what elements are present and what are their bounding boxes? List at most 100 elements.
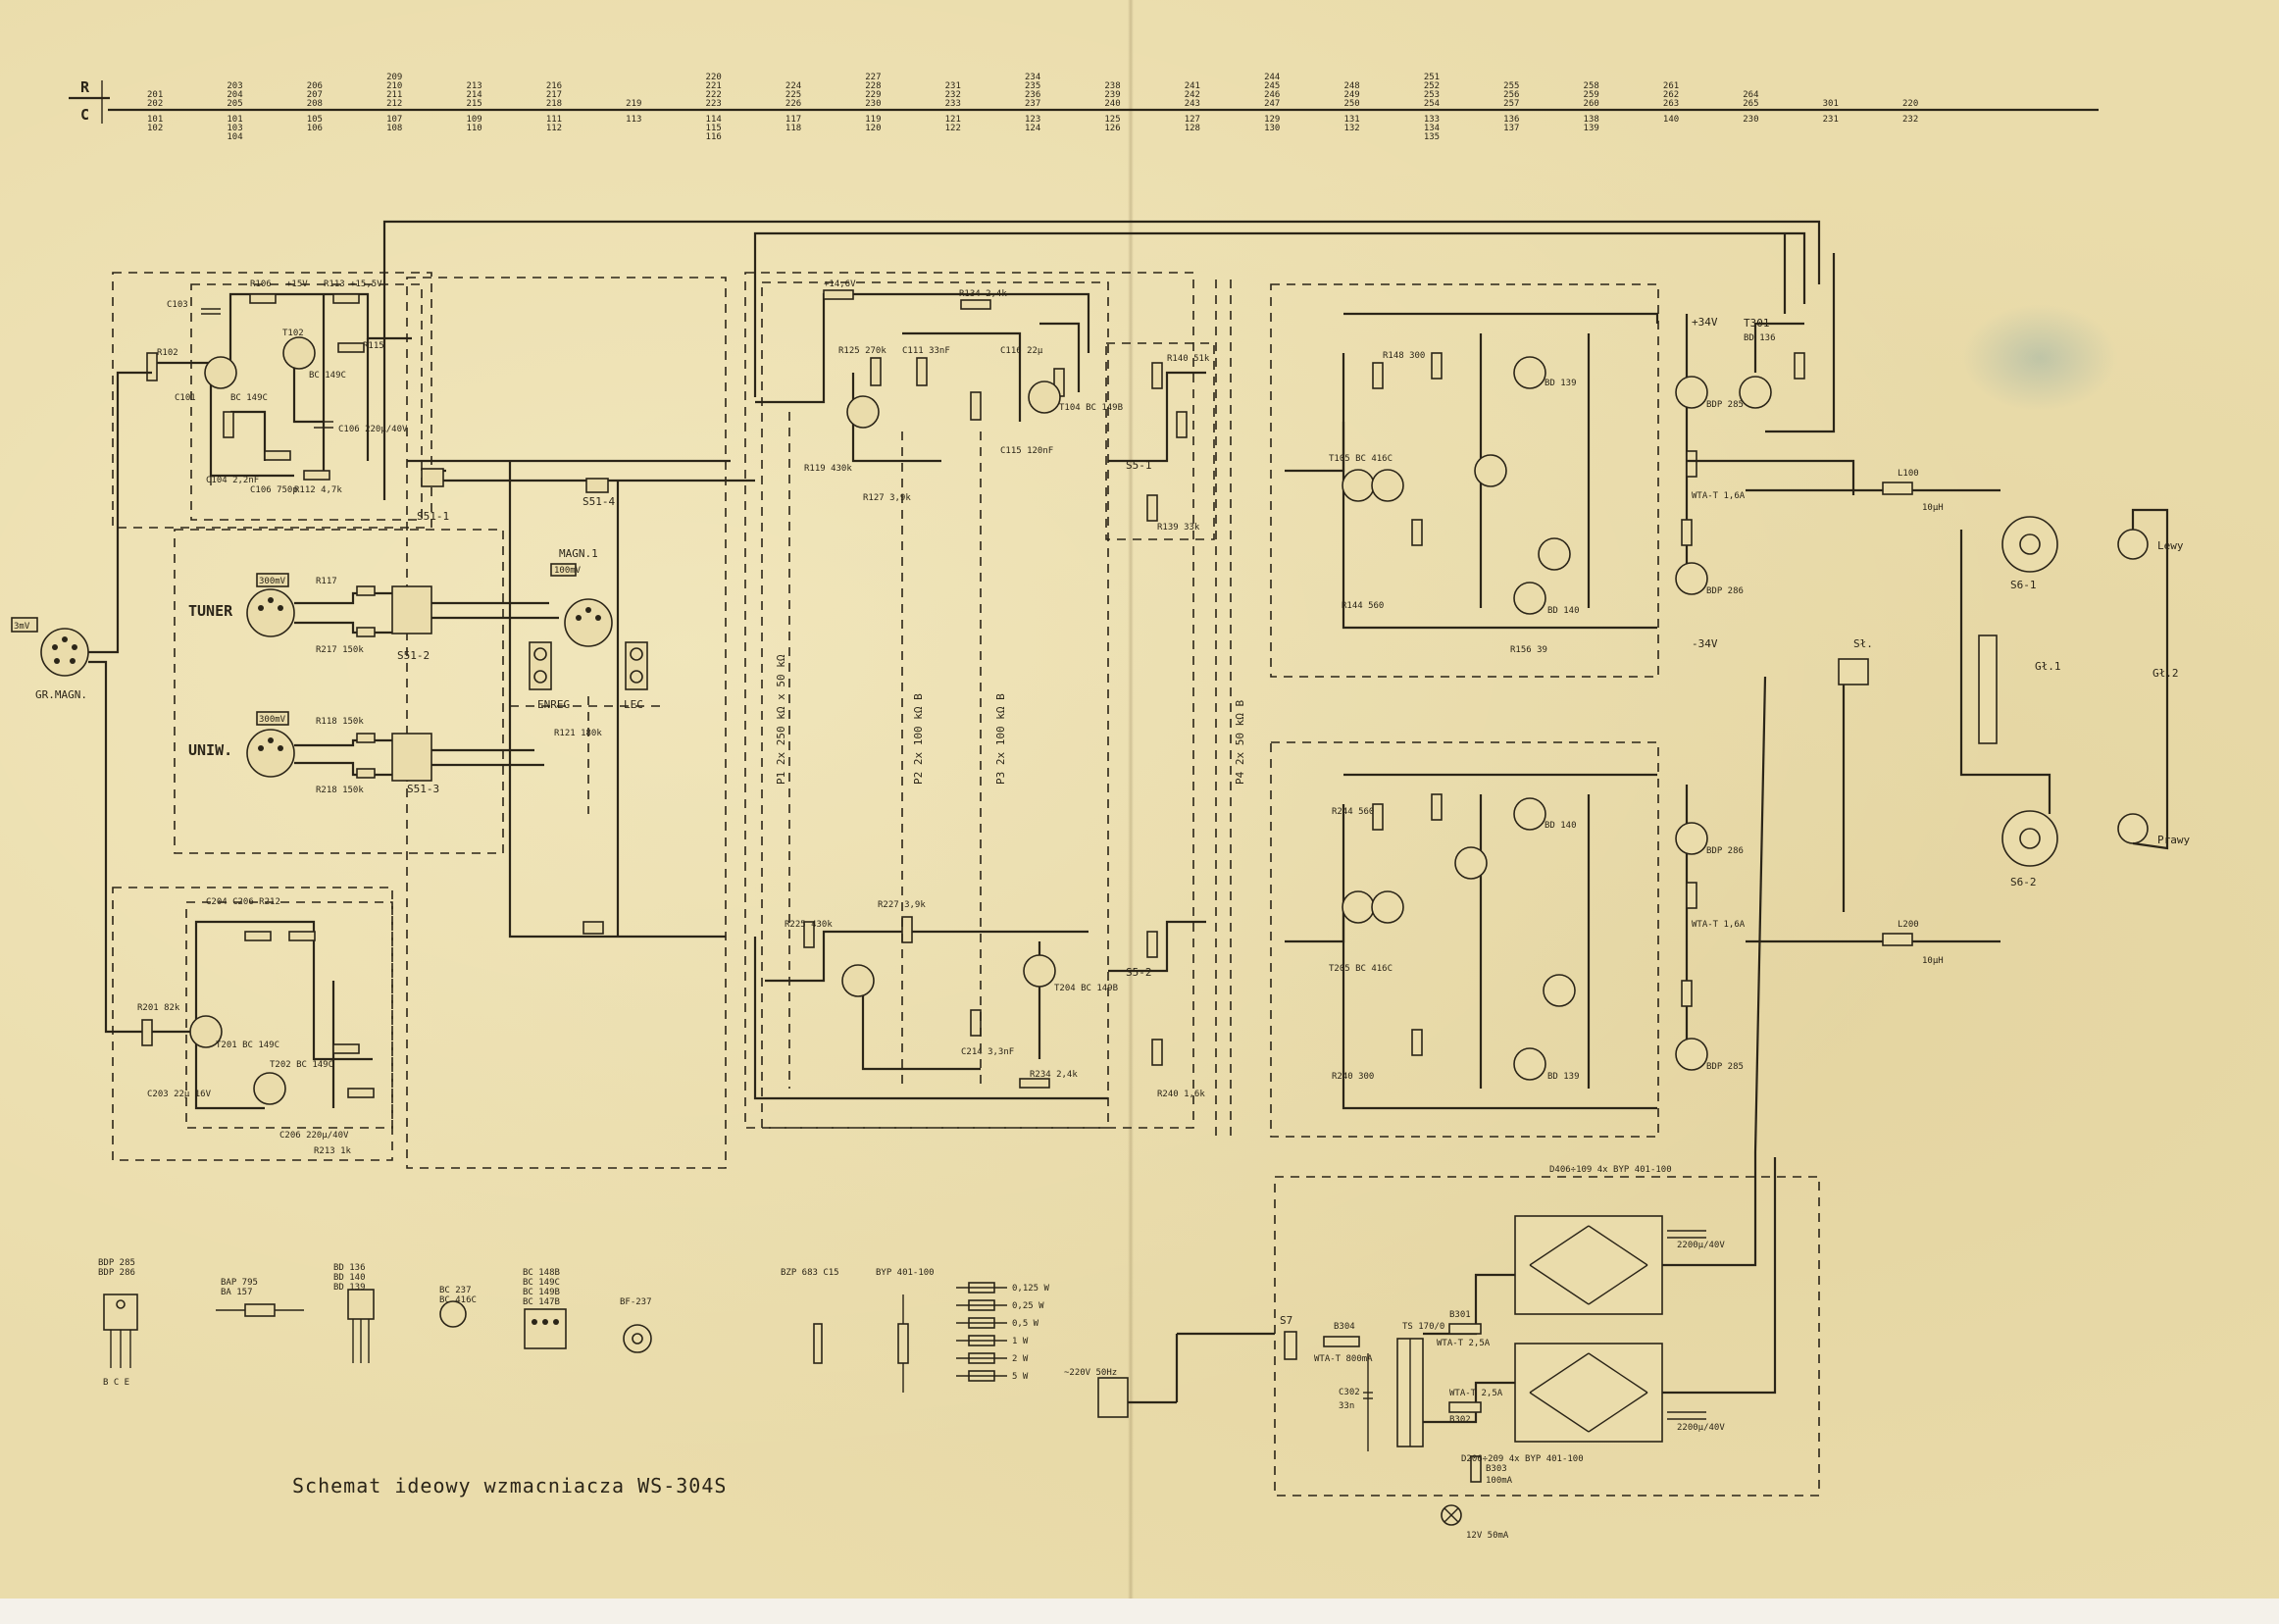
svg-text:R117: R117 (316, 577, 337, 586)
tape-block: 100mV MAGN.1 ENREG LEC R121 180k (508, 461, 726, 939)
tape-din-socket-icon[interactable] (564, 598, 613, 647)
svg-text:10µH: 10µH (1922, 956, 1944, 966)
svg-text:R217 150k: R217 150k (316, 645, 364, 655)
header-c-ref: 118 (785, 124, 801, 133)
transistor-T104 (1028, 381, 1061, 414)
input-gr-magn[interactable]: 3mV GR.MAGN. (11, 371, 152, 1034)
mains-label: ~220V 50Hz (1064, 1368, 1117, 1378)
pot-p2: P2 2x 100 kΩ B (912, 693, 925, 785)
transistor-T114 (1675, 562, 1708, 595)
header-r-ref: 221 (706, 81, 722, 91)
header-c-ref: 125 (1104, 115, 1120, 125)
header-r-ref: 216 (546, 81, 562, 91)
mains-plug-icon (1097, 1377, 1129, 1418)
svg-text:C116 22µ: C116 22µ (1000, 346, 1043, 356)
switch-s51-3: S51-3 (407, 783, 439, 795)
transistor-T204 (1023, 954, 1056, 988)
header-groups: 2012021011022032042051011031042062072081… (147, 73, 1918, 142)
legend-item-name: BC 416C (439, 1295, 477, 1305)
switch-s7: S7 (1280, 1314, 1292, 1327)
transistor-T210 (1543, 974, 1576, 1007)
paper-fold (1128, 0, 1134, 1618)
legend-item-name: BF-237 (620, 1297, 652, 1307)
lamp-label: 12V 50mA (1466, 1531, 1509, 1541)
svg-text:BDP 286: BDP 286 (1706, 586, 1744, 596)
zener-bzp683-icon (813, 1323, 823, 1364)
svg-text:300mV: 300mV (259, 715, 286, 725)
lec-label: LEC (624, 698, 643, 711)
header-r-ref: 224 (785, 81, 801, 91)
svg-text:R121 180k: R121 180k (554, 729, 602, 738)
header-r-ref: 263 (1663, 99, 1679, 109)
scan-margin (0, 1599, 2279, 1624)
header-r-ref: 230 (865, 99, 881, 109)
header-r-ref: 265 (1743, 99, 1758, 109)
svg-text:R125 270k: R125 270k (838, 346, 886, 356)
svg-text:BC 149C: BC 149C (309, 371, 346, 381)
svg-text:T104 BC 149B: T104 BC 149B (1059, 403, 1123, 413)
header-c-ref: 106 (307, 124, 323, 133)
header-c-ref: 103 (227, 124, 242, 133)
t301-type: BD 136 (1744, 333, 1776, 343)
header-r-ref: 210 (386, 81, 402, 91)
header-r-ref: 236 (1025, 90, 1040, 100)
uniw-din-socket-icon[interactable] (246, 729, 295, 778)
resistor-power-label: 1 W (1012, 1337, 1029, 1346)
din-socket-icon (40, 628, 89, 677)
header-c-ref: 124 (1025, 124, 1040, 133)
header-r-ref: 237 (1025, 99, 1040, 109)
bc237-package-icon (439, 1300, 467, 1328)
header-r-ref: 242 (1185, 90, 1200, 100)
header-r-ref: 219 (626, 99, 641, 109)
legend-item-pins: B C E (103, 1378, 129, 1388)
power-amp-right: WTA-T 1,6A BD 140 BD 139 BDP 286 BDP 285… (1270, 741, 1746, 1138)
header-r-ref: 217 (546, 90, 562, 100)
svg-text:R148 300: R148 300 (1383, 351, 1425, 361)
header-r-ref: 262 (1663, 90, 1679, 100)
header-c-ref: 114 (706, 115, 722, 125)
header-r-ref: 264 (1743, 90, 1758, 100)
header-r-ref: 212 (386, 99, 402, 109)
svg-text:100mA: 100mA (1486, 1476, 1513, 1486)
switch-s5-1: S5-1 (1126, 459, 1152, 472)
outputs: L100 10µH L200 10µH S6-1 S6-2 Lewy Prawy… (1746, 469, 2190, 966)
header-r-ref: 229 (865, 90, 881, 100)
legend-item-name: BYP 401-100 (876, 1268, 935, 1278)
headphone-jack-gl1-icon[interactable] (1978, 634, 1998, 744)
svg-text:C214 3,3nF: C214 3,3nF (961, 1047, 1014, 1057)
header-c-ref: 231 (1823, 115, 1839, 125)
switch-s51-1-icon (421, 468, 444, 487)
header-r-ref: 226 (785, 99, 801, 109)
svg-text:C103: C103 (167, 300, 188, 310)
uniw-label: UNIW. (188, 741, 232, 759)
transistor-T207 (1454, 846, 1488, 880)
svg-text:T204 BC 149B: T204 BC 149B (1054, 984, 1118, 993)
svg-text:C203 22µ 16V: C203 22µ 16V (147, 1090, 212, 1099)
transistor-T110 (1538, 537, 1571, 571)
svg-text:300mV: 300mV (259, 577, 286, 586)
sl-label: Sł. (1853, 637, 1873, 650)
header-r-ref: 246 (1264, 90, 1280, 100)
page-title: Schemat ideowy wzmacniacza WS-304S (292, 1474, 728, 1497)
svg-text:R225 430k: R225 430k (785, 920, 833, 930)
sl-jack-icon[interactable] (1838, 658, 1869, 685)
legend-item-name: BC 149B (523, 1288, 560, 1297)
svg-text:R134 2,4k: R134 2,4k (959, 289, 1007, 299)
header-c-ref: 122 (945, 124, 961, 133)
svg-text:R240 300: R240 300 (1332, 1072, 1374, 1082)
svg-text:BD 139: BD 139 (1547, 1072, 1580, 1082)
svg-text:BDP 286: BDP 286 (1706, 846, 1744, 856)
gl2-label: Gł.2 (2152, 667, 2179, 680)
transistor-T108 (1474, 454, 1507, 487)
svg-text:R106: R106 (250, 279, 272, 289)
header-c-ref: 131 (1343, 115, 1359, 125)
cap-top-label: 2200µ/40V (1677, 1241, 1725, 1250)
fuse-bottom: WTA-T 1,6A (1692, 920, 1746, 930)
header-r-ref: 248 (1343, 81, 1359, 91)
header-r-ref: 222 (706, 90, 722, 100)
tuner-din-socket-icon[interactable] (246, 588, 295, 637)
svg-text:R102: R102 (157, 348, 178, 358)
power-amp-left: +34V -34V WTA-T 1,6A BD 139 BD 140 BDP 2… (1270, 283, 1855, 678)
svg-text:C302: C302 (1339, 1388, 1360, 1397)
header-r-ref: 225 (785, 90, 801, 100)
